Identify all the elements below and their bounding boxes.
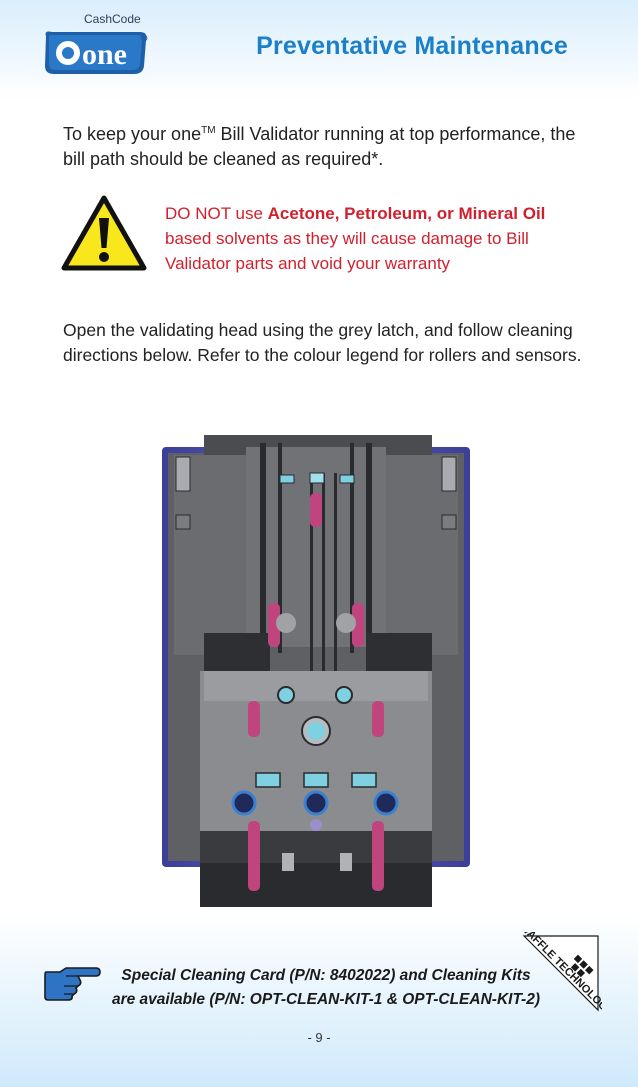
warning-solvents: Acetone, Petroleum, or Mineral Oil [267, 204, 546, 223]
roller-low-left [248, 701, 260, 737]
warning-suffix: based solvents as they will cause damage… [165, 229, 529, 273]
one-logo-badge-icon: one [45, 31, 148, 74]
block-left [204, 633, 270, 671]
emitter-right [373, 790, 399, 816]
roller-bottom-left [248, 821, 260, 891]
page-title: Preventative Maintenance [256, 32, 568, 60]
roller-bottom-right [372, 821, 384, 891]
warning-prefix: DO NOT use [165, 204, 268, 223]
sensor-rect-left [255, 772, 281, 788]
warning-text: DO NOT use Acetone, Petroleum, or Minera… [165, 201, 575, 276]
instructions-paragraph: Open the validating head using the grey … [63, 320, 582, 365]
note-line-1: Special Cleaning Card (P/N: 8402022) and… [121, 967, 531, 984]
sensor-top-center [309, 472, 325, 484]
sensor-top-right [339, 474, 355, 484]
sensor-circle-left [277, 686, 295, 704]
brand-logo-text: one [82, 38, 127, 71]
intro-text-1: To keep your one [63, 124, 202, 144]
note-line-2: are available (P/N: OPT-CLEAN-KIT-1 & OP… [111, 991, 541, 1008]
intro-paragraph: To keep your oneTM Bill Validator runnin… [63, 118, 593, 172]
cleaning-kit-note: Special Cleaning Card (P/N: 8402022) and… [106, 964, 546, 1012]
waffle-technology-logo: WAFFLE TECHNOLOGY [520, 932, 602, 1014]
roller-mid-left [268, 603, 280, 647]
roller-top [310, 493, 322, 527]
validator-head-diagram [162, 435, 470, 907]
emitter-center [303, 790, 329, 816]
roller-mid-right [352, 603, 364, 647]
emitter-left [231, 790, 257, 816]
page-number: - 9 - [307, 1030, 331, 1045]
sensor-top-left [279, 474, 295, 484]
sensor-rect-right [351, 772, 377, 788]
brand-small-text: CashCode [84, 12, 141, 26]
intro-text-2: Bill Validator running at top performanc… [63, 124, 576, 169]
block-right [366, 633, 432, 671]
cashcode-one-logo: CashCode one [40, 12, 160, 74]
pointing-hand-icon [44, 967, 101, 1001]
sensor-rect-center [303, 772, 329, 788]
trademark-mark: TM [201, 125, 216, 136]
roller-low-right [372, 701, 384, 737]
sensor-circle-right [335, 686, 353, 704]
warning-triangle-icon [61, 195, 147, 271]
sensor-circle-center [307, 722, 325, 740]
